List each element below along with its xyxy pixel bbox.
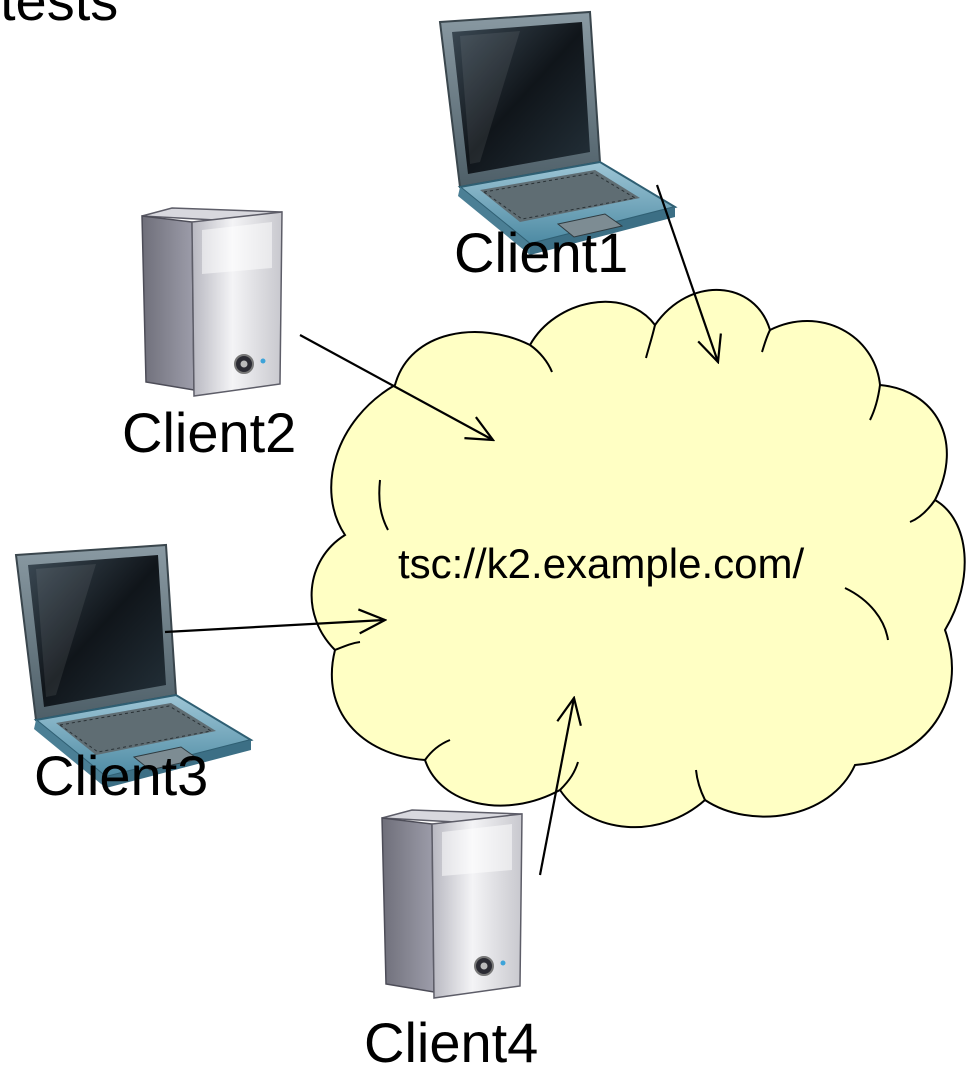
server-tower-icon — [381, 809, 523, 999]
client4-label: Client4 — [364, 1011, 538, 1071]
client1-label: Client1 — [454, 221, 628, 284]
client3-node[interactable]: Client3 — [15, 544, 252, 807]
arrow-client2 — [299, 334, 493, 440]
client2-label: Client2 — [122, 401, 296, 464]
arrow-client1 — [655, 184, 718, 362]
arrow-client4 — [538, 698, 574, 876]
client1-node[interactable]: Client1 — [439, 11, 676, 284]
cloud-url-label: tsc://k2.example.com/ — [398, 540, 804, 587]
server-tower-icon — [141, 207, 283, 397]
client2-node[interactable]: Client2 — [122, 207, 296, 464]
arrow-client3 — [164, 620, 385, 632]
client3-label: Client3 — [34, 744, 208, 807]
network-cloud: tsc://k2.example.com/ — [310, 289, 966, 829]
heading-fragment: tests — [0, 0, 118, 32]
client4-node[interactable]: Client4 — [364, 809, 538, 1071]
connections — [164, 184, 718, 876]
laptop-icon — [439, 11, 676, 256]
